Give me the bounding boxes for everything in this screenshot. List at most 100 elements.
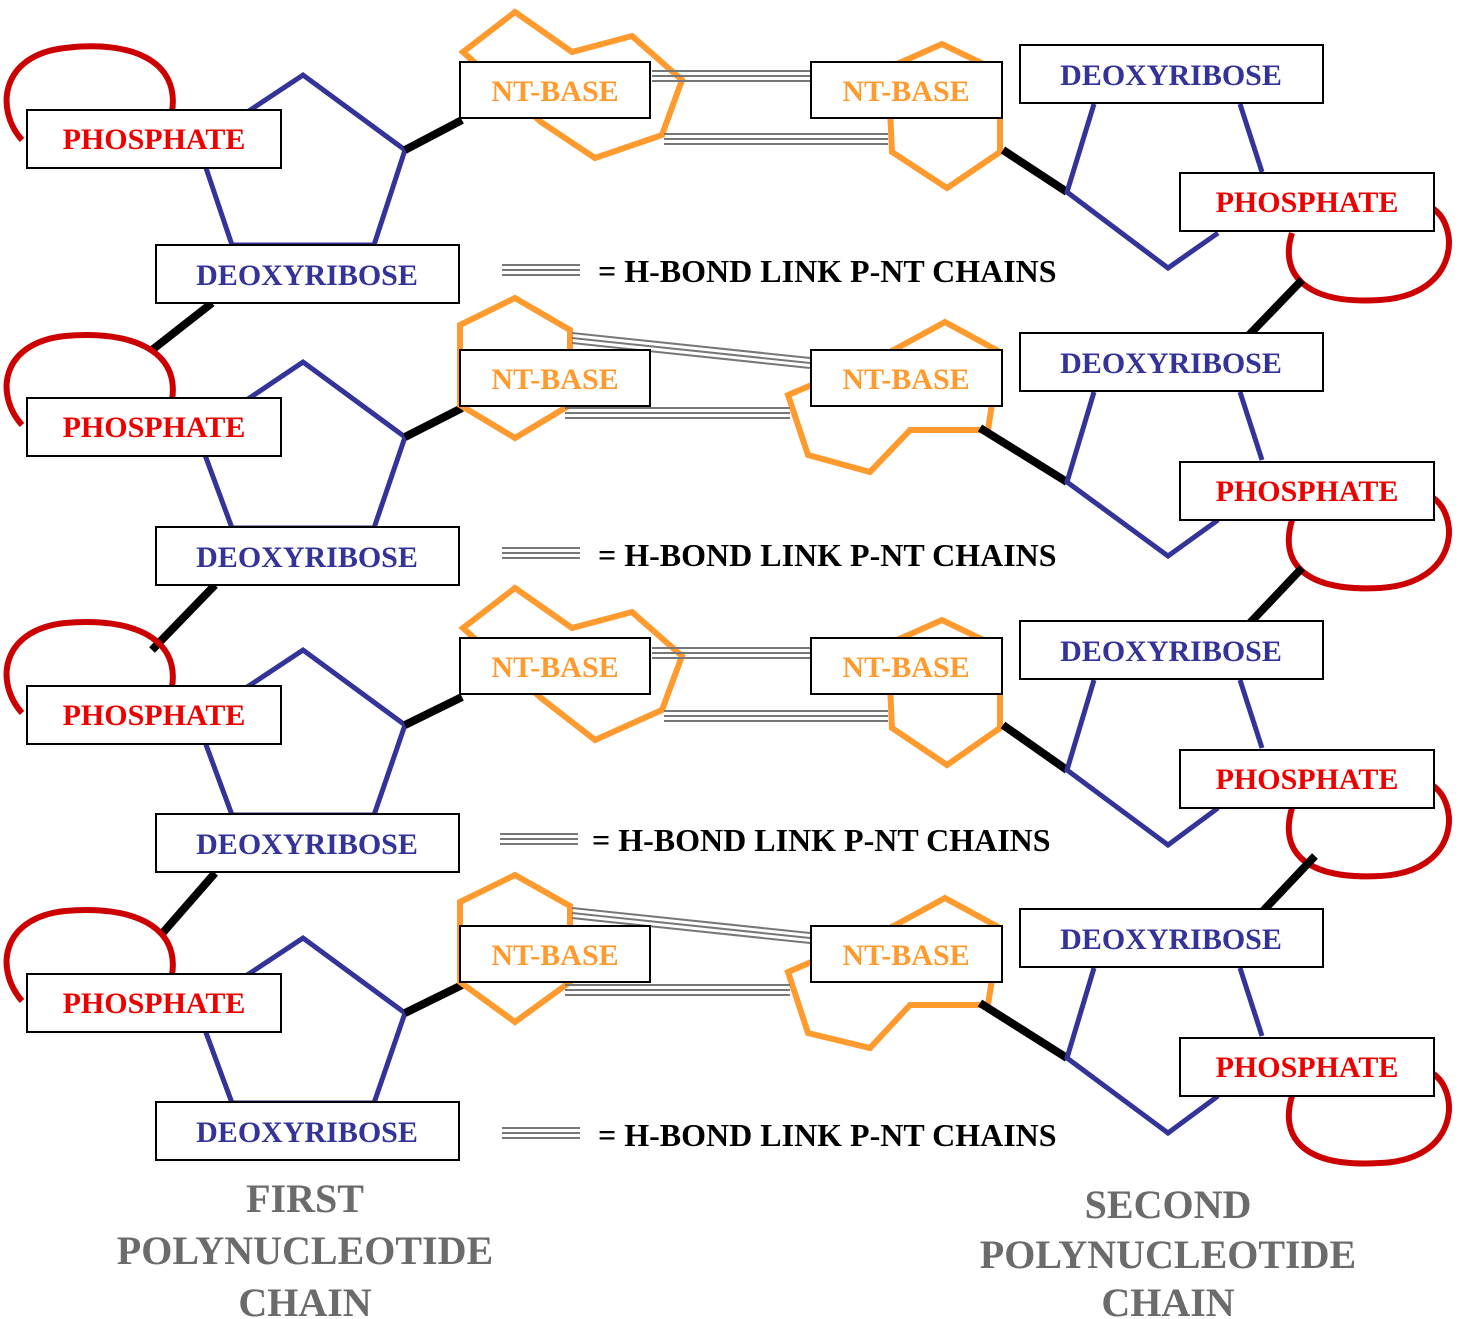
phosphate-label: PHOSPHATE <box>1216 1051 1399 1084</box>
right-sugar-ring-4 <box>1064 967 1220 1137</box>
second-chain-label: SECOND POLYNUCLEOTIDE CHAIN <box>980 1182 1356 1319</box>
deoxyribose-label: DEOXYRIBOSE <box>196 259 418 292</box>
phosphate-label: PHOSPHATE <box>1216 763 1399 796</box>
right-base-ring-3 <box>884 616 1003 769</box>
strand-link-left-1 <box>149 299 215 354</box>
left-phosphate-loop-2 <box>3 332 176 428</box>
deoxyribose-box <box>155 526 460 586</box>
phosphate-box <box>1179 749 1435 809</box>
right-base-bond-2 <box>977 424 1070 486</box>
left-sugar-ring-2 <box>202 358 408 531</box>
right-sugar-edge-3 <box>1237 679 1265 749</box>
nt-base-box <box>459 925 651 983</box>
left-base-ring-3 <box>458 584 686 744</box>
deoxyribose-box <box>155 244 460 304</box>
h-bond-2 <box>565 332 811 419</box>
left-phosphate-loop-4 <box>3 907 176 1003</box>
right-base-ring-2 <box>784 318 1004 476</box>
deoxyribose-label: DEOXYRIBOSE <box>196 541 418 574</box>
legend-text: = H-BOND LINK P-NT CHAINS <box>598 253 1057 289</box>
nt-base-label: NT-BASE <box>842 939 969 972</box>
phosphate-box <box>1179 461 1435 521</box>
deoxyribose-box <box>155 813 460 873</box>
right-sugar-ring-2 <box>1064 391 1220 560</box>
phosphate-label: PHOSPHATE <box>63 699 246 732</box>
phosphate-box <box>1179 172 1435 232</box>
phosphate-label: PHOSPHATE <box>63 411 246 444</box>
second-chain-line-1: SECOND <box>1085 1182 1252 1227</box>
phosphate-label: PHOSPHATE <box>1216 475 1399 508</box>
right-base-bond-4 <box>977 999 1070 1062</box>
deoxyribose-label: DEOXYRIBOSE <box>196 1116 418 1149</box>
nt-base-box <box>459 349 651 407</box>
right-sugar-edge-1 <box>1237 103 1265 173</box>
first-chain-line-2: POLYNUCLEOTIDE <box>117 1228 493 1273</box>
right-phosphate-loop-2 <box>1285 494 1452 592</box>
right-phosphate-loop-1 <box>1285 205 1452 304</box>
deoxyribose-box <box>1019 332 1324 392</box>
phosphate-box <box>26 973 282 1033</box>
strand-link-right-3 <box>1259 853 1318 915</box>
left-base-bond-3 <box>403 693 464 729</box>
strand-link-left-3 <box>156 870 219 939</box>
phosphate-box <box>26 109 282 169</box>
nt-base-label: NT-BASE <box>491 363 618 396</box>
left-phosphate-loop-1 <box>3 43 176 143</box>
deoxyribose-label: DEOXYRIBOSE <box>1060 59 1282 92</box>
nt-base-box <box>810 349 1003 407</box>
left-sugar-ring-3 <box>202 646 408 818</box>
nt-base-label: NT-BASE <box>491 939 618 972</box>
nt-base-box <box>459 637 651 695</box>
right-sugar-ring-3 <box>1064 679 1220 849</box>
left-phosphate-loop-3 <box>3 619 176 716</box>
nt-base-label: NT-BASE <box>842 363 969 396</box>
left-base-bond-2 <box>403 404 464 441</box>
nt-base-box <box>810 637 1003 695</box>
base-pair-row-3 <box>3 584 1452 939</box>
left-base-bond-4 <box>403 981 464 1017</box>
deoxyribose-box <box>1019 44 1324 104</box>
left-sugar-ring-4 <box>202 934 408 1106</box>
strand-link-left-2 <box>149 582 218 653</box>
phosphate-box <box>26 685 282 745</box>
deoxyribose-label: DEOXYRIBOSE <box>1060 347 1282 380</box>
deoxyribose-label: DEOXYRIBOSE <box>1060 923 1282 956</box>
h-bond-1 <box>652 70 888 145</box>
right-sugar-edge-2 <box>1237 391 1265 461</box>
nt-base-label: NT-BASE <box>491 75 618 108</box>
phosphate-label: PHOSPHATE <box>1216 186 1399 219</box>
deoxyribose-label: DEOXYRIBOSE <box>196 828 418 861</box>
strand-link-right-2 <box>1245 565 1305 628</box>
first-chain-line-1: FIRST <box>246 1176 364 1221</box>
right-base-ring-4 <box>784 894 1004 1052</box>
legend-text: = H-BOND LINK P-NT CHAINS <box>592 822 1051 858</box>
nt-base-label: NT-BASE <box>842 75 969 108</box>
right-base-bond-1 <box>1000 146 1070 196</box>
phosphate-label: PHOSPHATE <box>63 123 246 156</box>
phosphate-label: PHOSPHATE <box>63 987 246 1020</box>
nt-base-box <box>459 61 651 119</box>
left-sugar-ring-1 <box>202 71 408 248</box>
right-phosphate-loop-3 <box>1285 782 1452 880</box>
legend-text: = H-BOND LINK P-NT CHAINS <box>598 537 1057 573</box>
right-sugar-ring-1 <box>1064 103 1220 272</box>
right-base-bond-3 <box>1000 721 1070 774</box>
nt-base-label: NT-BASE <box>491 651 618 684</box>
right-base-ring-1 <box>884 40 1003 192</box>
strand-link-right-1 <box>1245 277 1305 339</box>
left-base-bond-1 <box>403 116 464 154</box>
first-chain-line-3: CHAIN <box>238 1280 371 1319</box>
right-sugar-edge-4 <box>1237 967 1265 1037</box>
legend-bars <box>500 264 580 1139</box>
base-pair-row-2 <box>3 294 1452 653</box>
deoxyribose-box <box>1019 908 1324 968</box>
h-bond-3 <box>652 647 888 722</box>
h-bond-4 <box>565 907 811 996</box>
base-pair-row-1 <box>3 8 1452 354</box>
phosphate-box <box>26 397 282 457</box>
deoxyribose-box <box>155 1101 460 1161</box>
first-chain-label: FIRST POLYNUCLEOTIDE CHAIN <box>117 1176 493 1319</box>
second-chain-line-2: POLYNUCLEOTIDE <box>980 1232 1356 1277</box>
deoxyribose-label: DEOXYRIBOSE <box>1060 635 1282 668</box>
